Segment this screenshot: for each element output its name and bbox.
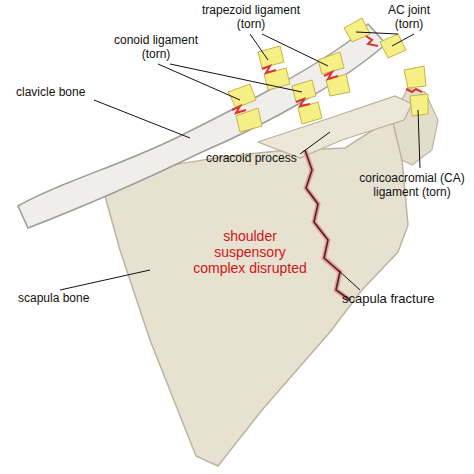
- clavicle-shape: [18, 24, 386, 228]
- fracture-label: scapula fracture: [342, 292, 435, 307]
- injury-note: shoulder suspensory complex disrupted: [192, 228, 308, 276]
- ligament-pieces: [228, 18, 428, 132]
- bone-part-label: coracoid process: [206, 152, 297, 166]
- bone-label: scapula bone: [18, 292, 89, 306]
- fracture-glow: [305, 150, 350, 300]
- fracture-line: [305, 150, 350, 300]
- ligament-label: trapezoid ligament (torn): [192, 4, 310, 32]
- leader-lines: [60, 32, 420, 290]
- bone-label: clavicle bone: [16, 86, 85, 100]
- joint-label: AC joint (torn): [376, 4, 442, 32]
- ligament-label: coricoacromial (CA) ligament (torn): [356, 172, 468, 200]
- ligament-label: conoid ligament (torn): [104, 34, 208, 62]
- tear-marks: [232, 36, 422, 113]
